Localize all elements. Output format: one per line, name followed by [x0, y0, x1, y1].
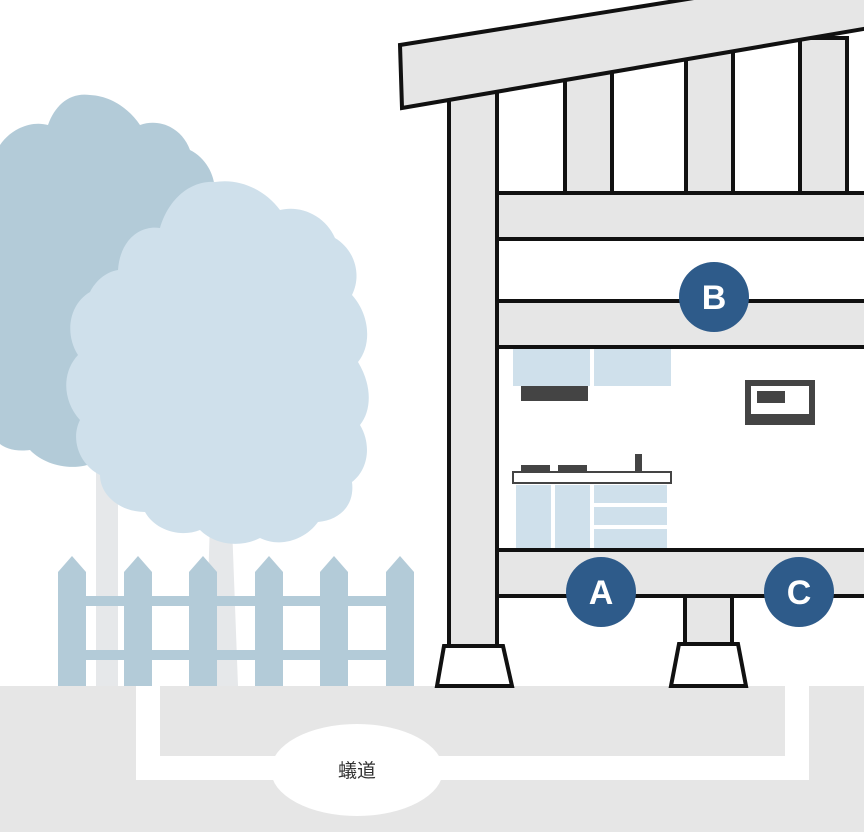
- upper-beam: [495, 191, 864, 241]
- kitchen: [512, 349, 815, 548]
- front-tree: [66, 181, 369, 686]
- marker-c-circle: [764, 557, 834, 627]
- fence-picket: [386, 556, 414, 686]
- picket-fence: [58, 556, 414, 686]
- floor-post-footing: [668, 642, 749, 688]
- main-post-footing: [434, 644, 515, 688]
- marker-c-label: C: [787, 574, 812, 612]
- range-hood: [521, 386, 588, 401]
- tunnel-label: 蟻道: [338, 760, 376, 782]
- wall-panel-display: [757, 391, 785, 403]
- front-tree-trunk: [185, 465, 250, 686]
- tunnel-label-bubble: [271, 724, 443, 816]
- marker-c: C: [764, 557, 834, 627]
- front-tree-canopy: [66, 181, 369, 544]
- fence-rail-bottom: [58, 650, 413, 660]
- upper-cabinet: [513, 349, 590, 386]
- wall-stud: [798, 36, 849, 200]
- middle-beam: [495, 299, 864, 349]
- roof: [397, 0, 864, 111]
- faucet: [635, 454, 642, 472]
- upper-cabinet: [594, 349, 671, 386]
- fence-picket: [189, 556, 217, 686]
- fence-picket: [58, 556, 86, 686]
- fence-picket: [320, 556, 348, 686]
- marker-b: B: [679, 262, 749, 332]
- termite-tunnel: 蟻道: [136, 686, 809, 816]
- stove-burner: [558, 465, 587, 472]
- stove-burner: [521, 465, 550, 472]
- fence-picket: [124, 556, 152, 686]
- base-cabinet-door: [555, 485, 590, 548]
- base-cabinet-drawer: [594, 485, 667, 503]
- tunnel-path: [136, 686, 809, 780]
- floor-post: [683, 594, 734, 646]
- base-cabinet-drawer: [594, 529, 667, 548]
- base-cabinet-door: [516, 485, 551, 548]
- fence-rail-top: [58, 596, 413, 606]
- wall-stud: [684, 48, 735, 200]
- countertop: [512, 471, 672, 484]
- base-cabinet-drawer: [594, 507, 667, 525]
- marker-a-label: A: [589, 574, 614, 612]
- main-post: [447, 78, 499, 648]
- wall-stud: [563, 60, 614, 200]
- fence-picket: [255, 556, 283, 686]
- marker-a: A: [566, 557, 636, 627]
- marker-b-label: B: [702, 279, 727, 317]
- marker-b-circle: [679, 262, 749, 332]
- marker-a-circle: [566, 557, 636, 627]
